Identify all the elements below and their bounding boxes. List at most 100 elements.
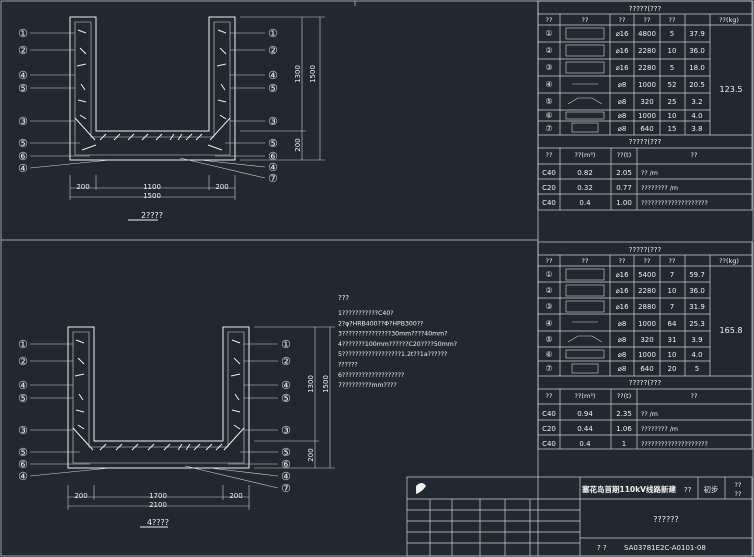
notes-line: 6??????????????????? bbox=[338, 372, 404, 379]
table-1-material-weight: 2.05 bbox=[616, 169, 632, 177]
table-2-row-weight: 36.0 bbox=[689, 287, 705, 295]
table-1-material-grade: C20 bbox=[542, 184, 556, 192]
callout-marker-right: ⑦ bbox=[268, 172, 278, 185]
callout-marker-right: ⑤ bbox=[268, 82, 278, 95]
dimension-label-base: 200 bbox=[307, 448, 315, 461]
table-2-row-count: 64 bbox=[668, 320, 677, 328]
table-2-grid bbox=[537, 241, 753, 450]
table-1-row-count: 10 bbox=[668, 47, 677, 55]
table-1-row-diameter: ⌀8 bbox=[618, 125, 627, 133]
callout-marker-right: ④ bbox=[268, 161, 278, 174]
table-2-row-weight: 3.9 bbox=[691, 336, 702, 344]
table-1-material-note: ???????????????????? bbox=[641, 200, 708, 207]
notes-line: 1???????????C40? bbox=[338, 310, 394, 317]
title-block-grid bbox=[406, 476, 753, 557]
dimension-lines bbox=[67, 326, 335, 510]
wall-rebar-marks bbox=[74, 29, 231, 151]
table-2-material-note: ???????? /m bbox=[641, 426, 678, 433]
table-1-row-length: 2280 bbox=[638, 47, 656, 55]
table-2-row-diameter: ⌀16 bbox=[615, 271, 629, 279]
drawing-number: SA03781E2C-A0101-08 bbox=[624, 544, 706, 552]
table-2-material-note: ???????????????????? bbox=[641, 441, 708, 448]
section-title: 2???? bbox=[141, 211, 163, 220]
notes-title: ??? bbox=[338, 294, 349, 302]
notes-line: ?????? bbox=[338, 362, 358, 369]
callout-marker-right: ⑤ bbox=[281, 446, 291, 459]
callout-marker-right: ④ bbox=[281, 379, 291, 392]
dimension-lines bbox=[69, 16, 325, 200]
table-1-title: ?????(??? bbox=[629, 5, 662, 13]
table-1-material-volume: 0.82 bbox=[577, 169, 593, 177]
dimension-label-wall-right: 200 bbox=[229, 492, 242, 500]
table-1-subtitle: ?????(??? bbox=[629, 138, 662, 146]
callout-marker-left: ② bbox=[18, 44, 28, 57]
table-1-row-no: ⑤ bbox=[545, 97, 552, 106]
callout-marker-left: ④ bbox=[18, 379, 28, 392]
table-1-material-weight: 1.00 bbox=[616, 199, 632, 207]
dimension-label-inner: 1100 bbox=[143, 183, 161, 191]
table-1-total-weight: 123.5 bbox=[720, 85, 743, 94]
table-1-row-length: 2280 bbox=[638, 64, 656, 72]
notes-line: 3???????????????30mm????40mm? bbox=[338, 331, 447, 338]
table-1-row-length: 320 bbox=[640, 98, 653, 106]
table-1-subheader: ??(t) bbox=[617, 151, 632, 159]
table-1-row-diameter: ⌀8 bbox=[618, 98, 627, 106]
table-1-row-diameter: ⌀16 bbox=[615, 47, 629, 55]
callout-marker-right: ⑦ bbox=[281, 482, 291, 495]
table-2-material-weight: 2.35 bbox=[616, 410, 632, 418]
table-1-material-volume: 0.32 bbox=[577, 184, 593, 192]
callout-marker-right: ⑥ bbox=[281, 458, 291, 471]
drawing-number-label: ? ? bbox=[597, 544, 607, 552]
table-2-row-no: ③ bbox=[545, 302, 552, 311]
table-2-row-diameter: ⌀8 bbox=[618, 320, 627, 328]
table-2-subtitle: ?????(??? bbox=[629, 379, 662, 387]
callout-marker-right: ⑥ bbox=[268, 150, 278, 163]
notes-line: 4???????100mm??????C20????50mm? bbox=[338, 341, 457, 348]
dimension-label-height: 1300 bbox=[307, 375, 315, 393]
callout-marker-right: ⑤ bbox=[281, 392, 291, 405]
dimension-label-total: 1500 bbox=[143, 192, 161, 200]
table-2-row-weight: 59.7 bbox=[689, 271, 705, 279]
table-2-row-length: 320 bbox=[640, 336, 653, 344]
table-1-material-note: ???????? /m bbox=[641, 185, 678, 192]
dimension-label-total: 2100 bbox=[149, 501, 167, 509]
table-2-row-length: 1000 bbox=[638, 320, 656, 328]
table-2-header: ?? bbox=[644, 257, 651, 265]
callout-marker-left: ① bbox=[18, 27, 28, 40]
rebar-cage bbox=[74, 21, 231, 156]
table-1-row-no: ② bbox=[545, 46, 552, 55]
section-1-drawing bbox=[29, 16, 325, 221]
callout-leaders-right bbox=[184, 343, 279, 489]
dimension-label-inner: 1700 bbox=[149, 492, 167, 500]
table-1-row-count: 15 bbox=[668, 125, 677, 133]
table-1-subheader: ?? bbox=[691, 151, 698, 159]
table-2-subheader: ?? bbox=[546, 392, 553, 400]
table-1-row-length: 4800 bbox=[638, 30, 656, 38]
callout-marker-left: ① bbox=[18, 338, 28, 351]
table-2-header: ?? bbox=[582, 257, 589, 265]
table-2-row-diameter: ⌀8 bbox=[618, 351, 627, 359]
table-2-material-volume: 0.4 bbox=[579, 440, 591, 448]
table-2-subheader: ??(t) bbox=[617, 392, 632, 400]
table-1-row-weight: 36.0 bbox=[689, 47, 705, 55]
table-1-row-diameter: ⌀16 bbox=[615, 64, 629, 72]
table-2-header: ??(kg) bbox=[719, 257, 739, 265]
table-2-material-note: ?? /m bbox=[641, 411, 658, 418]
callout-marker-right: ③ bbox=[268, 115, 278, 128]
table-1-row-diameter: ⌀8 bbox=[618, 112, 627, 120]
callout-marker-left: ⑥ bbox=[18, 150, 28, 163]
table-1-row-weight: 20.5 bbox=[689, 81, 705, 89]
table-2-row-weight: 4.0 bbox=[691, 351, 702, 359]
table-1-header: ?? bbox=[669, 16, 676, 24]
table-1-row-length: 1000 bbox=[638, 112, 656, 120]
table-2-row-count: 20 bbox=[668, 365, 677, 373]
table-1-row-diameter: ⌀16 bbox=[615, 30, 629, 38]
table-1-header: ?? bbox=[546, 16, 553, 24]
rebar-cage bbox=[72, 331, 245, 464]
table-2-row-diameter: ⌀8 bbox=[618, 336, 627, 344]
section-2-drawing bbox=[29, 326, 335, 528]
table-2-total-weight: 165.8 bbox=[720, 326, 743, 335]
table-2-material-weight: 1.06 bbox=[616, 425, 632, 433]
callout-marker-right: ④ bbox=[281, 470, 291, 483]
